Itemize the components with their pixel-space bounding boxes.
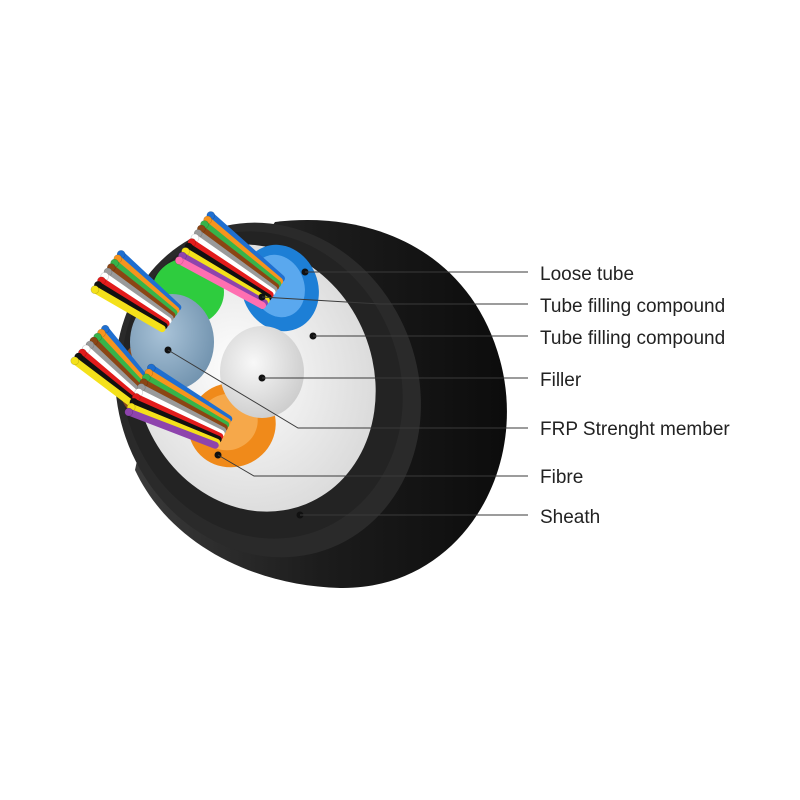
fibre-strand (104, 268, 174, 322)
fibre-strand (200, 220, 282, 288)
fibre-strand (111, 259, 178, 317)
label-tube-filling-compound-1: Tube filling compound (540, 296, 725, 317)
fibre-strand (78, 349, 141, 404)
fibre-strand (191, 234, 276, 296)
fibre-bundle-bottom-middle (124, 363, 233, 449)
fibre-strand-tip (90, 285, 100, 294)
fibre-strand (71, 357, 137, 409)
fibre-strand (145, 369, 231, 426)
fibre-strand (114, 255, 180, 314)
fibre-strand (132, 393, 224, 440)
fibre-strand (130, 398, 222, 443)
fibre-strand (175, 257, 267, 310)
fibre-strand (94, 281, 168, 330)
fibre-strand-tip (174, 256, 184, 265)
fibre-strand (97, 277, 170, 327)
leader-line-frp (167, 349, 528, 429)
fibre-strand-tip (124, 407, 134, 417)
fibre-strand (125, 408, 219, 449)
fibre-strand (194, 229, 278, 293)
label-fibre: Fibre (540, 467, 583, 488)
fibre-bundle-top-right (174, 211, 285, 310)
label-tube-filling-compound-2: Tube filling compound (540, 328, 725, 349)
fibre-bundle-top-left (90, 250, 182, 333)
fibre-strand (86, 341, 146, 399)
fibre-strand (94, 333, 151, 394)
leader-lines (164, 268, 528, 519)
fibre-strand (147, 364, 233, 423)
fibre-strand (75, 353, 139, 406)
labels: Loose tube Tube filling compound Tube fi… (540, 264, 730, 528)
fibre-strand (82, 345, 144, 401)
fibre-strand (117, 250, 182, 311)
leader-line-tube-filling-1 (261, 296, 528, 305)
fibre-strand (97, 329, 153, 392)
leader-line-fibre (217, 454, 528, 477)
fibre-strand (137, 384, 227, 435)
fibre-strand (140, 379, 228, 432)
fibre-strand (185, 243, 272, 301)
fibre-strand (207, 211, 285, 282)
label-frp-strength-member: FRP Strenght member (540, 419, 730, 440)
fibre-strand (142, 374, 230, 429)
filler (220, 326, 304, 418)
fibre-strand (90, 337, 148, 397)
fibre-strand (204, 216, 284, 285)
fibre-strand (127, 403, 221, 446)
fibre-bundle-middle-left (70, 324, 155, 409)
fibre-strand (101, 272, 172, 325)
fibre-strand-tip (70, 356, 80, 366)
label-loose-tube: Loose tube (540, 264, 634, 285)
fibre-strand (188, 239, 274, 299)
fibre-strand (178, 252, 268, 307)
fibre-strand (107, 264, 176, 319)
label-filler: Filler (540, 370, 582, 391)
fibre-strand (182, 248, 270, 304)
fibre-strand (197, 225, 280, 291)
fibre-strand (91, 286, 166, 333)
label-sheath: Sheath (540, 507, 600, 528)
fibre-strand (135, 388, 225, 437)
